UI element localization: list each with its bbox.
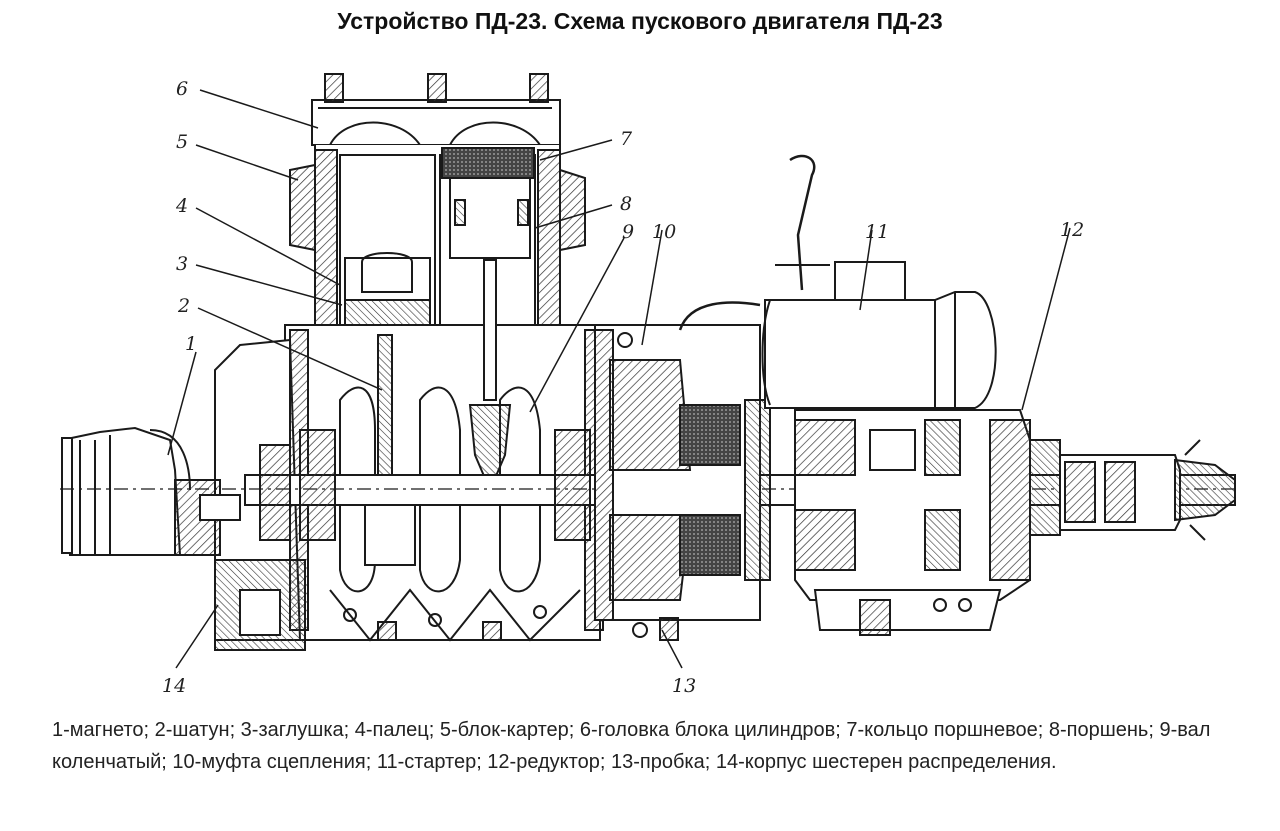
- legend-caption: 1-магнето; 2-шатун; 3-заглушка; 4-палец;…: [52, 719, 1211, 773]
- callout-3: 3: [176, 253, 188, 275]
- page-title: Устройство ПД-23. Схема пускового двигат…: [337, 8, 943, 34]
- callout-1: 1: [185, 333, 197, 355]
- engine-cross-section-drawing: 6 5 4 3 2 1 7 8 9 10 11 12 13 14: [60, 73, 1240, 697]
- callout-4: 4: [175, 195, 188, 217]
- callout-11: 11: [865, 221, 889, 243]
- leader-lines: [167, 89, 1071, 669]
- callout-10: 10: [652, 221, 676, 243]
- callout-numbers: 6 5 4 3 2 1 7 8 9 10 11 12 13 14: [162, 78, 1084, 697]
- callout-8: 8: [620, 193, 632, 215]
- callout-9: 9: [622, 221, 634, 243]
- callout-5: 5: [176, 131, 188, 153]
- callout-14: 14: [162, 675, 186, 697]
- callout-2: 2: [177, 295, 190, 317]
- callout-7: 7: [620, 128, 633, 150]
- callout-12: 12: [1060, 219, 1084, 241]
- engine-body: [60, 73, 1240, 651]
- callout-13: 13: [672, 675, 696, 697]
- callout-6: 6: [176, 78, 188, 100]
